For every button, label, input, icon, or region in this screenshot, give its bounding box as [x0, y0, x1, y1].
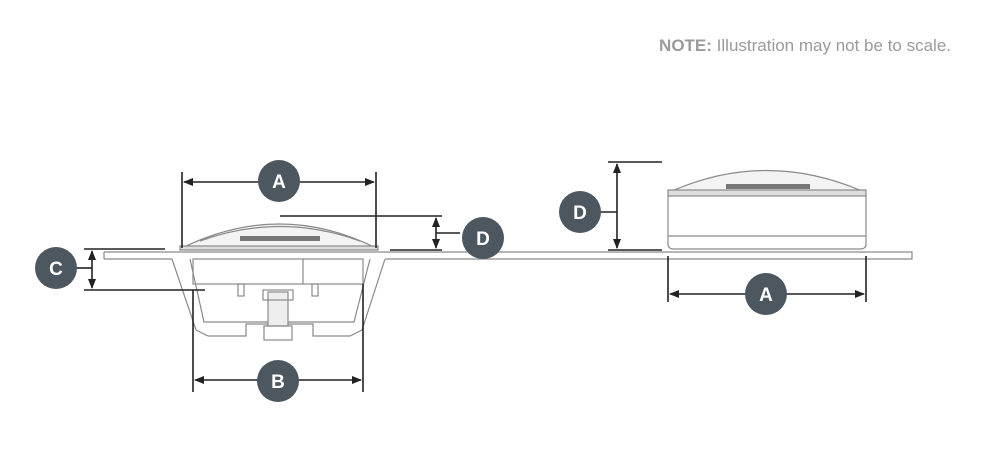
label-a-left: A	[272, 172, 286, 193]
badge-a-left: A	[258, 160, 300, 202]
note-text: Illustration may not be to scale.	[711, 36, 951, 55]
note-prefix: NOTE:	[659, 36, 712, 55]
label-d-right: D	[573, 203, 587, 224]
label-b: B	[271, 372, 285, 393]
flush-mount-light	[103, 223, 913, 341]
surface-mount-light	[667, 169, 867, 250]
label-a-right: A	[759, 285, 773, 306]
badge-c: C	[35, 247, 77, 289]
badge-a-right: A	[745, 273, 787, 315]
label-c: C	[49, 259, 63, 280]
badge-b: B	[257, 360, 299, 402]
badge-d-left: D	[462, 217, 504, 259]
scale-note: NOTE: Illustration may not be to scale.	[659, 36, 951, 56]
label-d-left: D	[476, 229, 490, 250]
badge-d-right: D	[559, 191, 601, 233]
